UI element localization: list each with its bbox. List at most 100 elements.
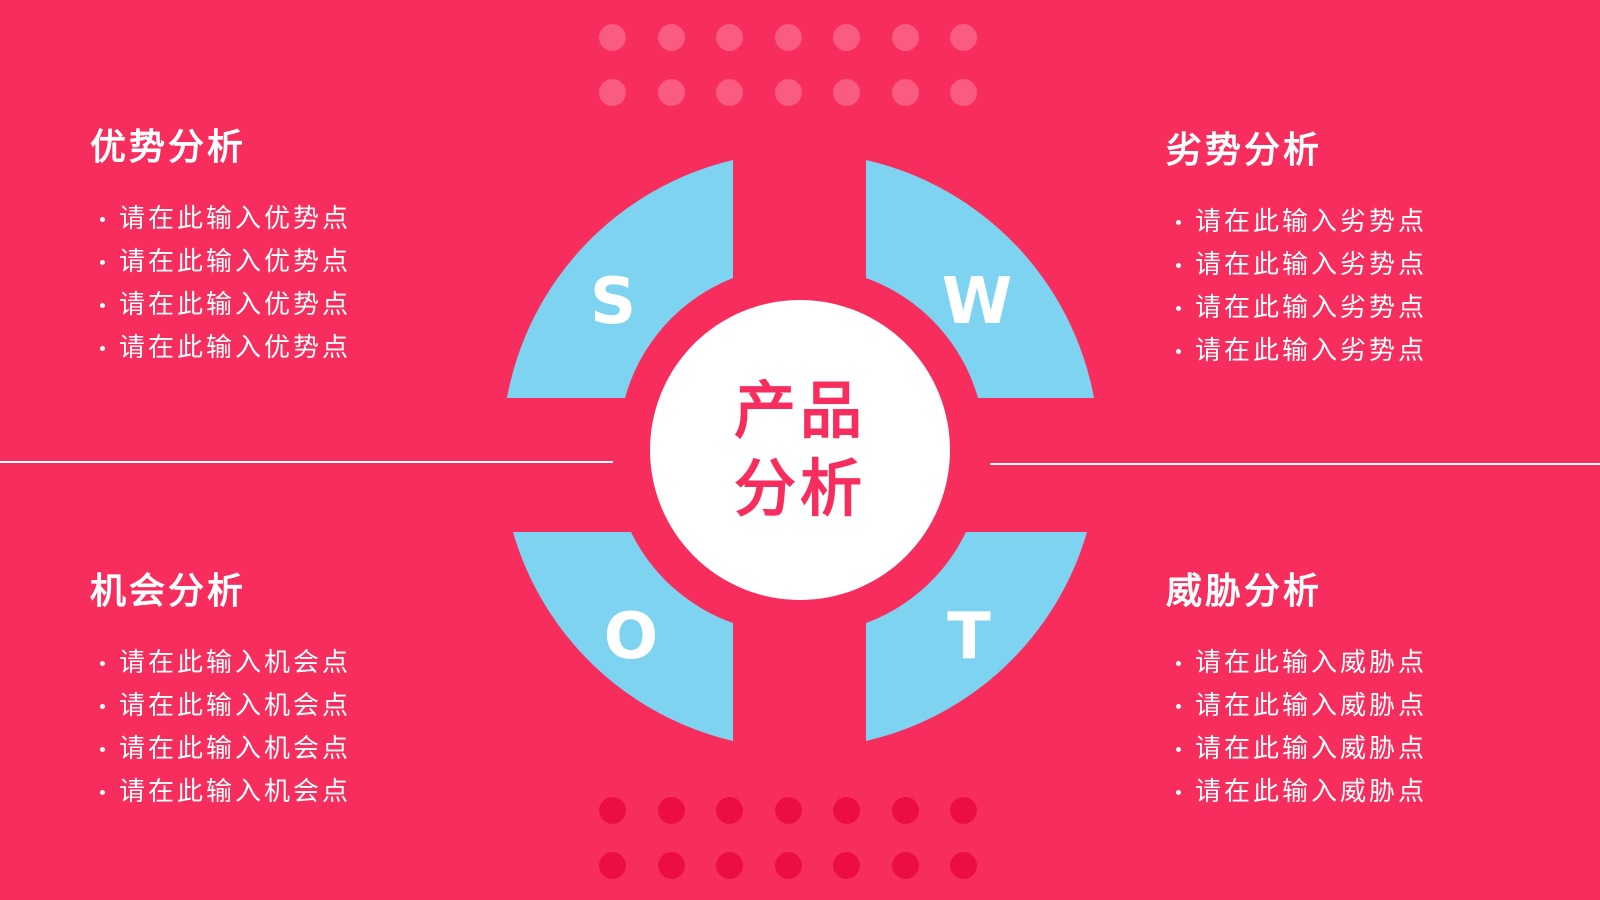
segment-s	[507, 160, 733, 398]
weaknesses-section: 劣势分析 请在此输入劣势点 请在此输入劣势点 请在此输入劣势点 请在此输入劣势点	[1166, 121, 1427, 373]
weaknesses-point: 请在此输入劣势点	[1166, 330, 1427, 373]
point-text: 请在此输入劣势点	[1195, 250, 1428, 280]
point-text: 请在此输入机会点	[119, 777, 352, 807]
decorative-dot	[950, 79, 977, 106]
decorative-dot	[716, 852, 743, 879]
segment-o	[513, 532, 733, 741]
center-title-line2: 分析	[733, 452, 866, 525]
threats-point: 请在此输入威胁点	[1166, 685, 1427, 728]
decorative-dot	[891, 79, 919, 106]
bullet-dot	[100, 747, 105, 752]
decorative-dot	[599, 797, 626, 824]
bullet-dot	[100, 704, 105, 709]
bullet-dot	[100, 260, 105, 265]
segment-t	[866, 532, 1087, 741]
opportunities-point: 请在此输入机会点	[90, 771, 351, 814]
bullet-dot	[1176, 306, 1181, 311]
point-text: 请在此输入威胁点	[1195, 648, 1428, 678]
point-text: 请在此输入劣势点	[1195, 293, 1428, 323]
decorative-dot	[657, 797, 685, 824]
point-text: 请在此输入优势点	[119, 333, 352, 363]
point-text: 请在此输入机会点	[119, 648, 352, 678]
decorative-dot	[950, 852, 977, 879]
threats-point: 请在此输入威胁点	[1166, 728, 1427, 771]
decorative-dot	[716, 24, 743, 51]
weaknesses-point: 请在此输入劣势点	[1166, 244, 1427, 287]
bullet-dot	[100, 661, 105, 666]
decorative-dot	[891, 852, 919, 879]
decorative-dot	[774, 797, 802, 824]
decorative-dot	[950, 24, 977, 51]
bullet-dot	[100, 217, 105, 222]
bullet-dot	[1176, 704, 1181, 709]
point-text: 请在此输入劣势点	[1195, 336, 1428, 366]
point-text: 请在此输入威胁点	[1195, 734, 1428, 764]
divider-left	[0, 461, 613, 463]
point-text: 请在此输入威胁点	[1195, 777, 1428, 807]
letter-t: T	[947, 600, 991, 674]
decorative-dot	[891, 797, 919, 824]
bullet-dot	[1176, 263, 1181, 268]
decorative-dot	[950, 797, 977, 824]
bullet-dot	[100, 790, 105, 795]
point-text: 请在此输入优势点	[119, 204, 352, 234]
letter-w: W	[941, 265, 1013, 339]
decorative-dot	[774, 79, 802, 106]
weaknesses-point: 请在此输入劣势点	[1166, 201, 1427, 244]
bullet-dot	[1176, 661, 1181, 666]
point-text: 请在此输入机会点	[119, 691, 352, 721]
bullet-dot	[100, 303, 105, 308]
divider-right	[990, 463, 1600, 465]
center-circle	[650, 300, 950, 600]
letter-s: S	[589, 265, 637, 339]
decorative-dot	[833, 24, 860, 51]
decorative-dot	[774, 24, 802, 51]
bullet-dot	[1176, 747, 1181, 752]
bullet-dot	[1176, 790, 1181, 795]
decorative-dot	[657, 24, 685, 51]
decorative-dot	[657, 79, 685, 106]
decorative-dot	[599, 24, 626, 51]
threats-list: 请在此输入威胁点 请在此输入威胁点 请在此输入威胁点 请在此输入威胁点	[1166, 642, 1427, 814]
decorative-dot	[774, 852, 802, 879]
weaknesses-list: 请在此输入劣势点 请在此输入劣势点 请在此输入劣势点 请在此输入劣势点	[1166, 201, 1427, 373]
opportunities-title: 机会分析	[90, 571, 247, 612]
center-title: 产品 分析	[700, 370, 900, 530]
decorative-dot	[716, 797, 743, 824]
point-text: 请在此输入机会点	[119, 734, 352, 764]
strengths-point: 请在此输入优势点	[90, 241, 351, 284]
decorative-dot	[891, 24, 919, 51]
decorative-dot	[833, 797, 860, 824]
threats-point: 请在此输入威胁点	[1166, 642, 1427, 685]
strengths-list: 请在此输入优势点 请在此输入优势点 请在此输入优势点 请在此输入优势点	[90, 198, 351, 370]
decorative-dot	[833, 852, 860, 879]
opportunities-point: 请在此输入机会点	[90, 728, 351, 771]
letter-o: O	[603, 600, 659, 674]
weaknesses-title: 劣势分析	[1166, 130, 1323, 171]
decorative-dot	[657, 852, 685, 879]
strengths-point: 请在此输入优势点	[90, 198, 351, 241]
point-text: 请在此输入优势点	[119, 247, 352, 277]
strengths-title: 优势分析	[90, 127, 247, 168]
decorative-dot	[599, 79, 626, 106]
bullet-dot	[1176, 349, 1181, 354]
weaknesses-point: 请在此输入劣势点	[1166, 287, 1427, 330]
decorative-dot	[716, 79, 743, 106]
opportunities-section: 机会分析 请在此输入机会点 请在此输入机会点 请在此输入机会点 请在此输入机会点	[90, 562, 351, 814]
threats-point: 请在此输入威胁点	[1166, 771, 1427, 814]
strengths-point: 请在此输入优势点	[90, 284, 351, 327]
bullet-dot	[1176, 220, 1181, 225]
opportunities-list: 请在此输入机会点 请在此输入机会点 请在此输入机会点 请在此输入机会点	[90, 642, 351, 814]
threats-title: 威胁分析	[1166, 571, 1323, 612]
decorative-dot	[833, 79, 860, 106]
strengths-section: 优势分析 请在此输入优势点 请在此输入优势点 请在此输入优势点 请在此输入优势点	[90, 118, 351, 370]
point-text: 请在此输入劣势点	[1195, 207, 1428, 237]
point-text: 请在此输入优势点	[119, 290, 352, 320]
opportunities-point: 请在此输入机会点	[90, 685, 351, 728]
center-title-line1: 产品	[733, 374, 866, 447]
threats-section: 威胁分析 请在此输入威胁点 请在此输入威胁点 请在此输入威胁点 请在此输入威胁点	[1166, 562, 1427, 814]
decorative-dot	[599, 852, 626, 879]
opportunities-point: 请在此输入机会点	[90, 642, 351, 685]
segment-w	[866, 160, 1094, 398]
